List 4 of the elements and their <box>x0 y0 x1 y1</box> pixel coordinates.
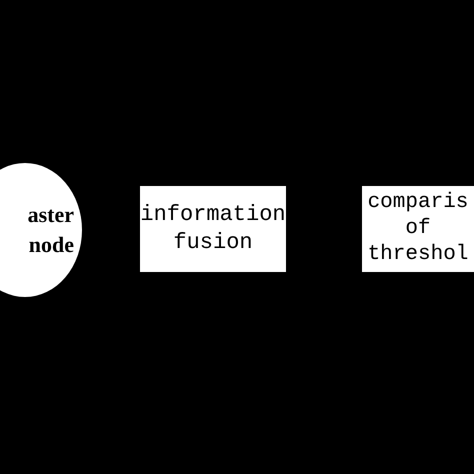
node-label: comparis of threshol <box>366 190 470 268</box>
node-label: aster node <box>26 201 74 259</box>
node-label: information fusion <box>140 201 286 257</box>
process-box <box>140 186 286 272</box>
